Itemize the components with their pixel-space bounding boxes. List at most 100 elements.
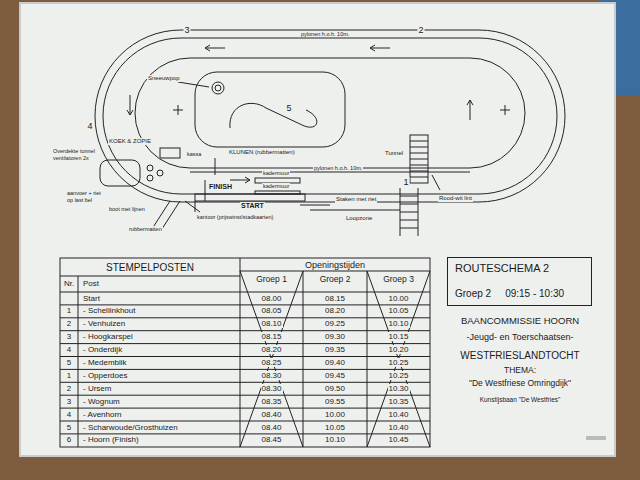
table-cell: 2: [66, 319, 72, 328]
column-header: Groep 2: [319, 275, 352, 285]
table-cell: 09.35: [324, 345, 346, 354]
track-note: pylonen h.o.h. 10m.: [313, 165, 363, 171]
table-cell: Start: [82, 294, 101, 303]
theme-text: THEMA:: [503, 366, 537, 376]
track-number: 3: [183, 25, 190, 35]
table-cell: 10.40: [387, 410, 409, 419]
track-label: Staken met riet: [335, 196, 377, 203]
table-cell: 10.15: [387, 332, 409, 341]
table-cell: 5: [66, 358, 72, 367]
table-cell: - Scharwoude/Grosthuizen: [82, 423, 179, 432]
track-label: KLUNEN (rubbermatten): [228, 149, 296, 156]
table-cell: 10.20: [387, 345, 409, 354]
column-header: Nr.: [63, 279, 75, 288]
column-header: Groep 1: [255, 275, 288, 285]
table-cell: 09.40: [324, 358, 346, 367]
table-cell: 08.15: [260, 332, 282, 341]
table-cell: 08.40: [260, 423, 282, 432]
table-cell: 08.45: [260, 435, 282, 444]
table-cell: 08.00: [260, 294, 282, 303]
track-label: Overdekte tunnel: [52, 148, 96, 154]
route-time: 09:15 - 10:30: [505, 288, 564, 300]
track-number: 2: [417, 25, 424, 35]
table-cell: 09.25: [324, 319, 346, 328]
table-cell: 10.05: [387, 306, 409, 315]
route-box: ROUTESCHEMA 2 Groep 209:15 - 10:30: [447, 257, 592, 306]
table-cell: 10.40: [387, 423, 409, 432]
table-cell: 10.25: [387, 371, 409, 380]
table-cell: - Avenhorn: [82, 410, 123, 419]
table-cell: - Schellinkhout: [82, 306, 136, 315]
track-label: op last bel: [66, 197, 93, 203]
table-cell: - Ursem: [82, 384, 112, 393]
table-cell: 08.15: [324, 294, 346, 303]
track-number: 4: [86, 121, 93, 131]
track-label: rubbermatten: [128, 226, 163, 232]
table-cell: - Onderdijk: [82, 345, 123, 354]
table-cell: 5: [66, 423, 72, 432]
track-note: pylonen h.o.h. 10m.: [300, 31, 350, 37]
organizer-text: BAANCOMMISSIE HOORN: [460, 316, 580, 327]
table-cell: 3: [66, 332, 72, 341]
table-cell: 10.45: [387, 435, 409, 444]
table-heading: STEMPELPOSTEN: [105, 262, 195, 274]
track-label: kantoor (prijswinst/stadkaarten): [196, 214, 274, 220]
table-cell: 10.25: [387, 358, 409, 367]
table-cell: 10.35: [387, 397, 409, 406]
table-cell: 4: [66, 345, 72, 354]
table-heading: Openingstijden: [304, 260, 366, 270]
table-cell: 08.30: [260, 371, 282, 380]
table-cell: 08.20: [324, 306, 346, 315]
start-label: START: [240, 202, 265, 210]
table-cell: 3: [66, 397, 72, 406]
finish-label: FINISH: [208, 183, 233, 191]
table-cell: - Opperdoes: [82, 371, 128, 380]
column-header: Groep 3: [382, 275, 415, 285]
table-cell: 4: [66, 410, 72, 419]
track-label: KOEK & ZOPIE: [108, 138, 152, 145]
table-cell: 1: [66, 371, 72, 380]
table-cell: 10.30: [387, 384, 409, 393]
route-title: ROUTESCHEMA 2: [455, 262, 584, 275]
table-cell: 09.30: [324, 332, 346, 341]
theme-text: "De Westfriese Omringdijk": [468, 379, 572, 389]
table-cell: 10.00: [324, 410, 346, 419]
table-cell: 09.55: [324, 397, 346, 406]
table-cell: 08.35: [260, 397, 282, 406]
table-cell: 10.05: [324, 423, 346, 432]
table-cell: - Medemblik: [82, 358, 128, 367]
track-label: Loopzone: [345, 215, 373, 222]
track-label: kadermuur: [262, 183, 290, 189]
table-cell: - Hoorn (Finish): [82, 435, 140, 444]
organizer-text: -Jeugd- en Toerschaatsen-: [466, 332, 575, 342]
table-cell: 08.40: [260, 410, 282, 419]
track-label: kadermuur: [262, 170, 290, 176]
table-cell: 6: [66, 435, 72, 444]
table-cell: 10.00: [387, 294, 409, 303]
track-label: Tunnel: [384, 150, 404, 157]
track-label: Rood-wit lint: [438, 195, 473, 202]
table-cell: 2: [66, 384, 72, 393]
track-label: aanvoer + riet: [66, 190, 102, 196]
venue-text: Kunstijsbaan "De Westfries": [479, 396, 562, 403]
table-cell: 09.45: [324, 371, 346, 380]
column-header: Post: [82, 279, 100, 288]
track-label: boot met lijnen: [108, 206, 146, 212]
table-cell: 10.10: [324, 435, 346, 444]
table-cell: 08.30: [260, 384, 282, 393]
route-row: Groep 209:15 - 10:30: [455, 288, 584, 300]
track-label: ventilatoren 2x: [52, 155, 90, 161]
table-cell: 08.25: [260, 358, 282, 367]
table-cell: 09.50: [324, 384, 346, 393]
track-label: kassa: [186, 151, 202, 157]
table-cell: 08.05: [260, 306, 282, 315]
table-cell: - Hoogkarspel: [82, 332, 134, 341]
table-cell: 08.20: [260, 345, 282, 354]
track-label: Sneeuwpop: [147, 75, 181, 82]
table-cell: - Venhuizen: [82, 319, 126, 328]
table-cell: - Wognum: [82, 397, 121, 406]
table-cell: 10.10: [387, 319, 409, 328]
event-title: WESTFRIESLANDTOCHT: [459, 350, 580, 362]
